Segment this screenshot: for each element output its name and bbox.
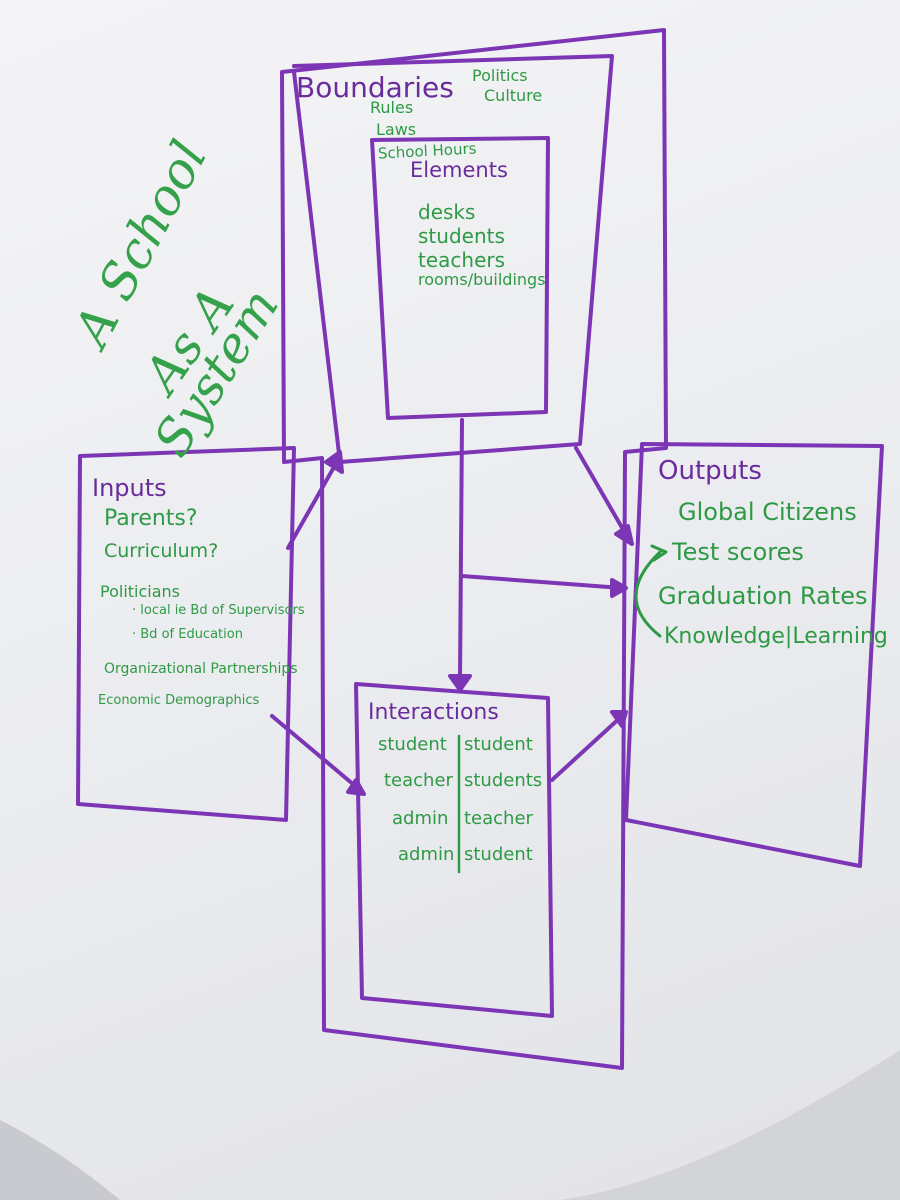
outputs-item-global: Global Citizens: [678, 498, 857, 526]
elements-item-rooms: rooms/buildings: [418, 270, 546, 289]
outputs-item-test-scores: Test scores: [672, 538, 804, 566]
arrow-elements-to-interactions: [458, 418, 464, 682]
interactions-row-4-right: student: [464, 844, 533, 865]
interactions-row-2-right: students: [464, 770, 543, 791]
inputs-item-bd-education: · Bd of Education: [132, 627, 243, 642]
inputs-item-politicians: Politicians: [100, 582, 180, 601]
interactions-row-3-left: admin: [392, 808, 449, 829]
inputs-item-curriculum: Curriculum?: [104, 540, 219, 562]
inputs-box: [76, 446, 296, 822]
outputs-item-graduation: Graduation Rates: [658, 582, 868, 610]
feedback-arrow: [634, 550, 662, 638]
boundaries-rule-item: Rules: [370, 98, 414, 117]
boundaries-heading: Boundaries: [296, 71, 454, 104]
inner-boundary-box: [292, 54, 614, 464]
boundaries-culture-item: Culture: [484, 86, 543, 105]
interactions-row-3-right: teacher: [464, 808, 533, 829]
outputs-heading: Outputs: [658, 456, 762, 486]
arrow-interactions-to-outputs: [550, 714, 624, 782]
outputs-item-knowledge: Knowledge|Learning: [664, 624, 888, 649]
interactions-row-2-left: teacher: [384, 770, 453, 791]
elements-item-desks: desks: [418, 200, 476, 224]
elements-item-teachers: teachers: [418, 248, 506, 272]
elements-item-students: students: [418, 224, 505, 248]
elements-box: [370, 136, 550, 420]
interactions-box: [354, 682, 554, 1018]
inputs-item-local: · local ie Bd of Supervisors: [132, 603, 305, 618]
boundaries-laws-item: Laws: [376, 120, 417, 139]
inputs-heading: Inputs: [92, 474, 167, 502]
inputs-item-parents: Parents?: [104, 506, 198, 531]
arrow-inputs-to-boundary: [286, 458, 340, 550]
arrow-inputs-to-interactions: [270, 714, 362, 792]
outer-boundary-box: [280, 28, 668, 1070]
outputs-box: [624, 442, 884, 868]
inputs-item-economic: Economic Demographics: [98, 693, 260, 708]
arrow-center-to-outputs: [460, 574, 624, 590]
interactions-heading: Interactions: [368, 700, 499, 725]
interactions-row-1-right: student: [464, 734, 533, 755]
interactions-row-4-left: admin: [398, 844, 455, 865]
interactions-row-1-left: student: [378, 734, 447, 755]
elements-heading: Elements: [410, 158, 508, 182]
arrow-boundary-to-outputs: [574, 446, 630, 540]
boundaries-politics-item: Politics: [472, 66, 528, 85]
inputs-item-partnerships: Organizational Partnerships: [104, 661, 298, 677]
